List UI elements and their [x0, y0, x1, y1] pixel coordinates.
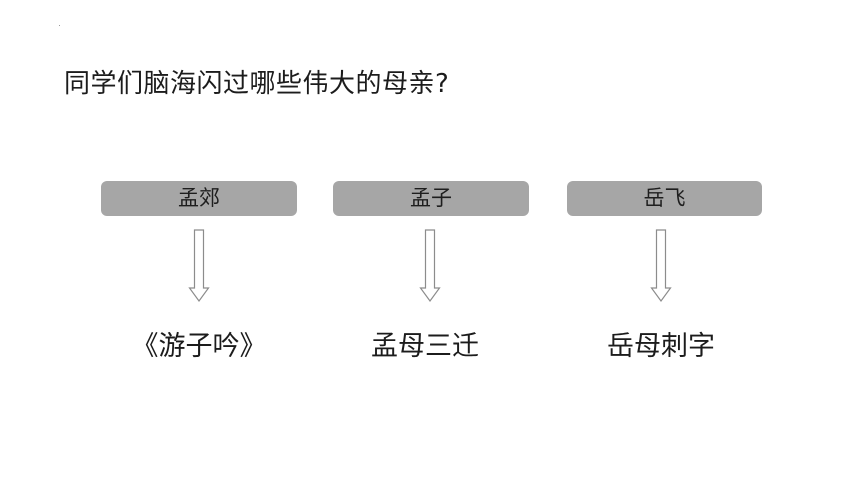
name-box-yuefei: 岳飞: [567, 181, 762, 216]
dot-mark: [59, 25, 60, 26]
story-label-mengmusanqian: 孟母三迁: [371, 331, 479, 362]
page-title: 同学们脑海闪过哪些伟大的母亲?: [64, 69, 450, 99]
story-label-yuemucizi: 岳母刺字: [607, 331, 715, 362]
down-arrow-icon: [188, 229, 210, 303]
name-box-mengjiao: 孟郊: [101, 181, 297, 216]
down-arrow-icon: [650, 229, 672, 303]
name-box-mengzi: 孟子: [333, 181, 529, 216]
down-arrow-icon: [419, 229, 441, 303]
story-label-youziyin: 《游子吟》: [131, 331, 267, 362]
